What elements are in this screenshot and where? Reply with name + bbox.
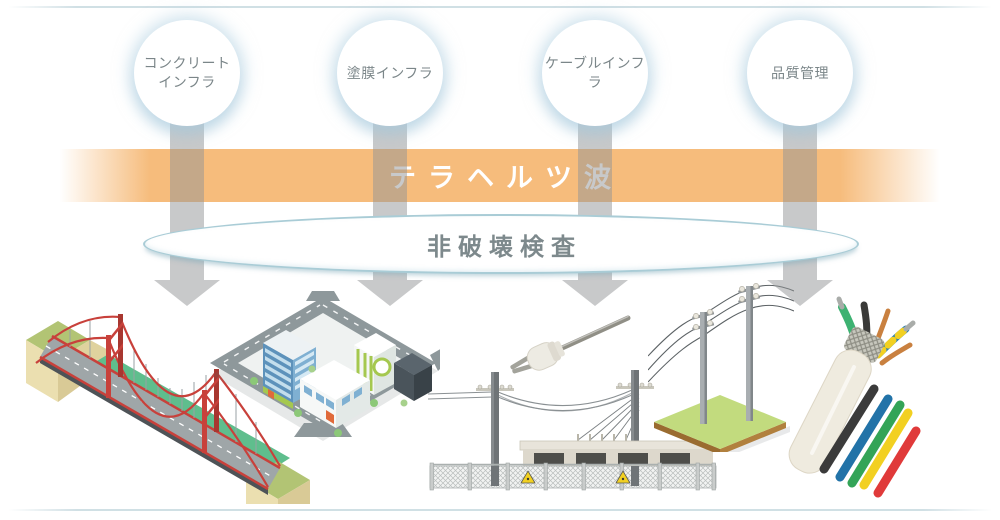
power-plug-illustration bbox=[502, 305, 637, 380]
utility-poles-icon bbox=[648, 283, 794, 452]
down-arrow-icon bbox=[562, 110, 628, 306]
top-border-line bbox=[8, 6, 992, 8]
city-block-illustration bbox=[208, 283, 440, 450]
down-arrow-icon bbox=[767, 110, 833, 306]
suspension-bridge-icon bbox=[26, 314, 310, 504]
source-circle-quality: 品質管理 bbox=[747, 20, 853, 126]
source-circle-concrete: コンクリート インフラ bbox=[134, 20, 240, 126]
multicore-cable-illustration bbox=[782, 293, 938, 501]
power-plug-icon bbox=[510, 315, 631, 374]
city-block-icon bbox=[210, 291, 440, 441]
terahertz-band-label: テラヘルツ波 bbox=[389, 163, 623, 193]
down-arrow-icon bbox=[154, 110, 220, 306]
inspection-ellipse-label: 非破壊検査 bbox=[427, 233, 582, 261]
down-arrow-icon bbox=[357, 110, 423, 306]
terahertz-band: テラヘルツ波 bbox=[0, 149, 1000, 202]
multicore-cable-icon bbox=[788, 296, 921, 498]
source-label: 塗膜インフラ bbox=[346, 64, 434, 81]
substation-icon bbox=[428, 370, 717, 491]
source-label: コンクリート インフラ bbox=[143, 55, 231, 90]
source-circle-coating: 塗膜インフラ bbox=[337, 20, 443, 126]
source-label: 品質管理 bbox=[771, 64, 829, 81]
utility-poles-illustration bbox=[648, 278, 794, 452]
bottom-border-line bbox=[8, 509, 992, 511]
substation-illustration bbox=[428, 368, 720, 496]
warning-sign-icon bbox=[520, 470, 631, 484]
source-label: ケーブルインフラ bbox=[544, 55, 646, 90]
inspection-ellipse: 非破壊検査 bbox=[143, 214, 859, 274]
suspension-bridge-illustration bbox=[24, 290, 314, 505]
source-circle-cable: ケーブルインフラ bbox=[542, 20, 648, 126]
